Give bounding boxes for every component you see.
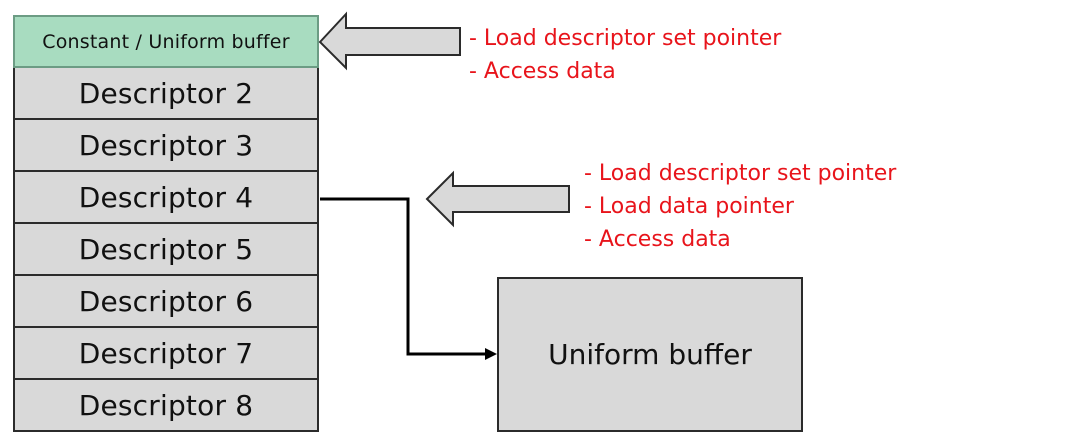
descriptor-7-cell: Descriptor 7 [13,328,319,380]
descriptor-6-cell: Descriptor 6 [13,276,319,328]
descriptor-set-stack: Constant / Uniform buffer Descriptor 2 D… [13,15,319,432]
note-line: - Load descriptor set pointer [584,161,897,186]
top-arrow-notes: - Load descriptor set pointer - Access d… [469,22,781,88]
connector-arrowhead-icon [485,348,497,360]
descriptor-4-cell: Descriptor 4 [13,172,319,224]
note-line: - Access data [469,59,616,84]
descriptor-8-cell: Descriptor 8 [13,380,319,432]
constant-uniform-buffer-cell: Constant / Uniform buffer [13,15,319,68]
descriptor-4-connector [320,197,487,356]
note-line: - Load descriptor set pointer [469,26,782,51]
middle-arrow-notes: - Load descriptor set pointer - Load dat… [584,157,896,256]
middle-block-arrow-icon [425,170,570,228]
top-block-arrow-icon [318,11,461,71]
descriptor-2-cell: Descriptor 2 [13,68,319,120]
descriptor-5-cell: Descriptor 5 [13,224,319,276]
note-line: - Load data pointer [584,194,794,219]
descriptor-3-cell: Descriptor 3 [13,120,319,172]
uniform-buffer-block: Uniform buffer [497,277,803,432]
note-line: - Access data [584,227,731,252]
